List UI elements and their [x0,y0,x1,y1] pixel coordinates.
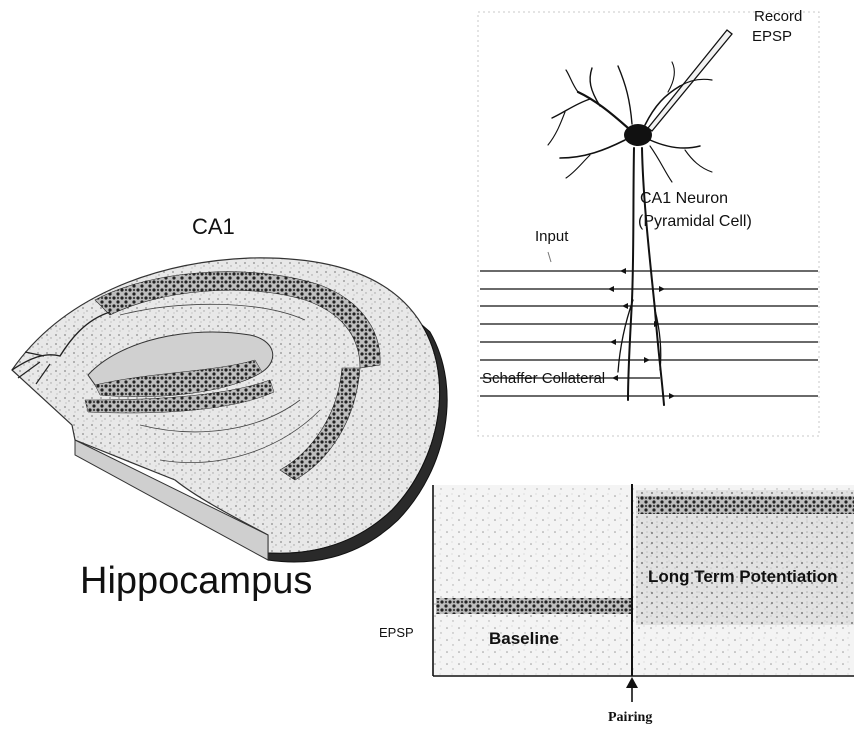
record-epsp-label: EPSP [752,28,792,45]
schaffer-collateral-label: Schaffer Collateral [482,370,605,387]
recording-electrode [648,30,732,131]
hippocampus-title: Hippocampus [80,560,312,603]
hippocampus-illustration [12,258,447,562]
pyramidal-cell-label: (Pyramidal Cell) [638,213,752,231]
graph-y-label: EPSP [379,625,414,640]
synapse-markers [608,268,675,399]
ltp-graph [433,484,854,702]
pyramidal-neuron [548,62,712,405]
ltp-trace [638,496,854,514]
input-label: Input [535,228,568,245]
ca1-neuron-label: CA1 Neuron [640,190,728,208]
ltp-label: Long Term Potentiation [648,567,838,587]
ca1-region-label: CA1 [192,214,235,240]
baseline-trace [436,598,631,614]
input-pointer [548,252,551,262]
record-label: Record [754,8,802,25]
pairing-label: Pairing [608,710,652,726]
baseline-label: Baseline [489,629,559,649]
pairing-arrow [626,677,638,702]
